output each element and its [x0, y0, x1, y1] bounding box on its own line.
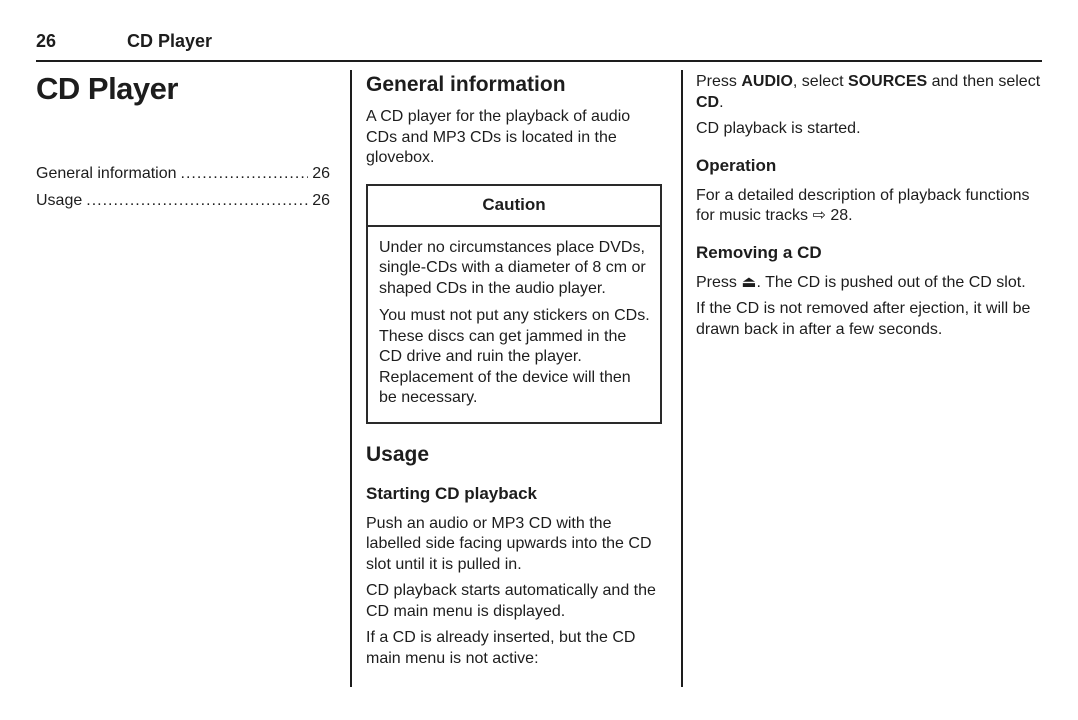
text-segment: 28. — [825, 207, 853, 224]
text-segment: . — [719, 93, 724, 111]
text-segment: , select — [792, 73, 849, 90]
paragraph-operation: For a detailed description of playback f… — [696, 186, 1042, 227]
running-header: 26 CD Player — [36, 0, 1042, 62]
sub-heading-operation: Operation — [696, 155, 777, 175]
caution-box-body: Under no circumstances place DVDs, singl… — [368, 227, 660, 422]
page-number: 26 — [36, 31, 57, 51]
caution-paragraph: Under no circumstances place DVDs, singl… — [379, 238, 646, 297]
left-column: CD Player General information ..........… — [36, 70, 350, 687]
toc-entry-usage[interactable]: Usage ..................................… — [36, 191, 330, 211]
text-segment: AUDIO — [741, 73, 793, 90]
page-title: CD Player — [36, 71, 178, 106]
page-reference-arrow-icon: ⇨ — [812, 207, 826, 224]
toc-entry-page: 26 — [312, 192, 330, 209]
caution-paragraph: You must not put any stickers on CDs. Th… — [379, 307, 650, 406]
text-segment: CD — [696, 93, 720, 111]
text-segment: Press — [696, 73, 742, 90]
eject-icon: ⏏ — [741, 273, 757, 291]
section-heading-general-information: General information — [366, 73, 566, 96]
toc-entry-page: 26 — [312, 165, 330, 182]
toc-leader-dots: ........................................… — [86, 192, 309, 209]
toc-entry-label: Usage — [36, 192, 83, 209]
text-segment: For a detailed description of playback f… — [696, 186, 1030, 225]
chapter-toc: General information ....................… — [36, 164, 330, 211]
paragraph-general-intro: A CD player for the playback of audio CD… — [366, 108, 631, 166]
toc-leader-dots: ........................................… — [180, 165, 309, 182]
middle-column: General information A CD player for the … — [352, 70, 681, 687]
paragraph-start-playback: Press AUDIO, select SOURCES and then sel… — [696, 72, 1042, 113]
sub-heading-starting-cd-playback: Starting CD playback — [366, 483, 537, 503]
caution-box: Caution Under no circumstances place DVD… — [366, 183, 662, 424]
paragraph-usage: CD playback starts automatically and the… — [366, 582, 656, 620]
toc-entry-general-information[interactable]: General information ....................… — [36, 164, 330, 184]
text-segment: . The CD is pushed out of the CD slot. — [756, 273, 1026, 291]
text-segment: and then select — [927, 73, 1041, 90]
caution-box-title: Caution — [368, 186, 660, 227]
column-divider — [350, 70, 352, 687]
sub-heading-removing-a-cd: Removing a CD — [696, 242, 822, 262]
paragraph-usage: If a CD is already inserted, but the CD … — [366, 629, 636, 667]
text-segment: Press — [696, 273, 742, 291]
paragraph-removing-eject: Press ⏏. The CD is pushed out of the CD … — [696, 273, 1042, 294]
text-segment: SOURCES — [848, 73, 928, 90]
toc-entry-label: General information — [36, 165, 177, 182]
column-divider — [681, 70, 683, 687]
page-columns: CD Player General information ..........… — [36, 70, 1042, 687]
chapter-title: CD Player — [127, 31, 213, 51]
right-column: Press AUDIO, select SOURCES and then sel… — [683, 70, 1042, 687]
section-heading-usage: Usage — [366, 442, 430, 466]
paragraph-removing-drawback: If the CD is not removed after ejection,… — [696, 300, 1031, 338]
paragraph-playback-started: CD playback is started. — [696, 120, 861, 137]
paragraph-usage: Push an audio or MP3 CD with the labelle… — [366, 514, 652, 573]
